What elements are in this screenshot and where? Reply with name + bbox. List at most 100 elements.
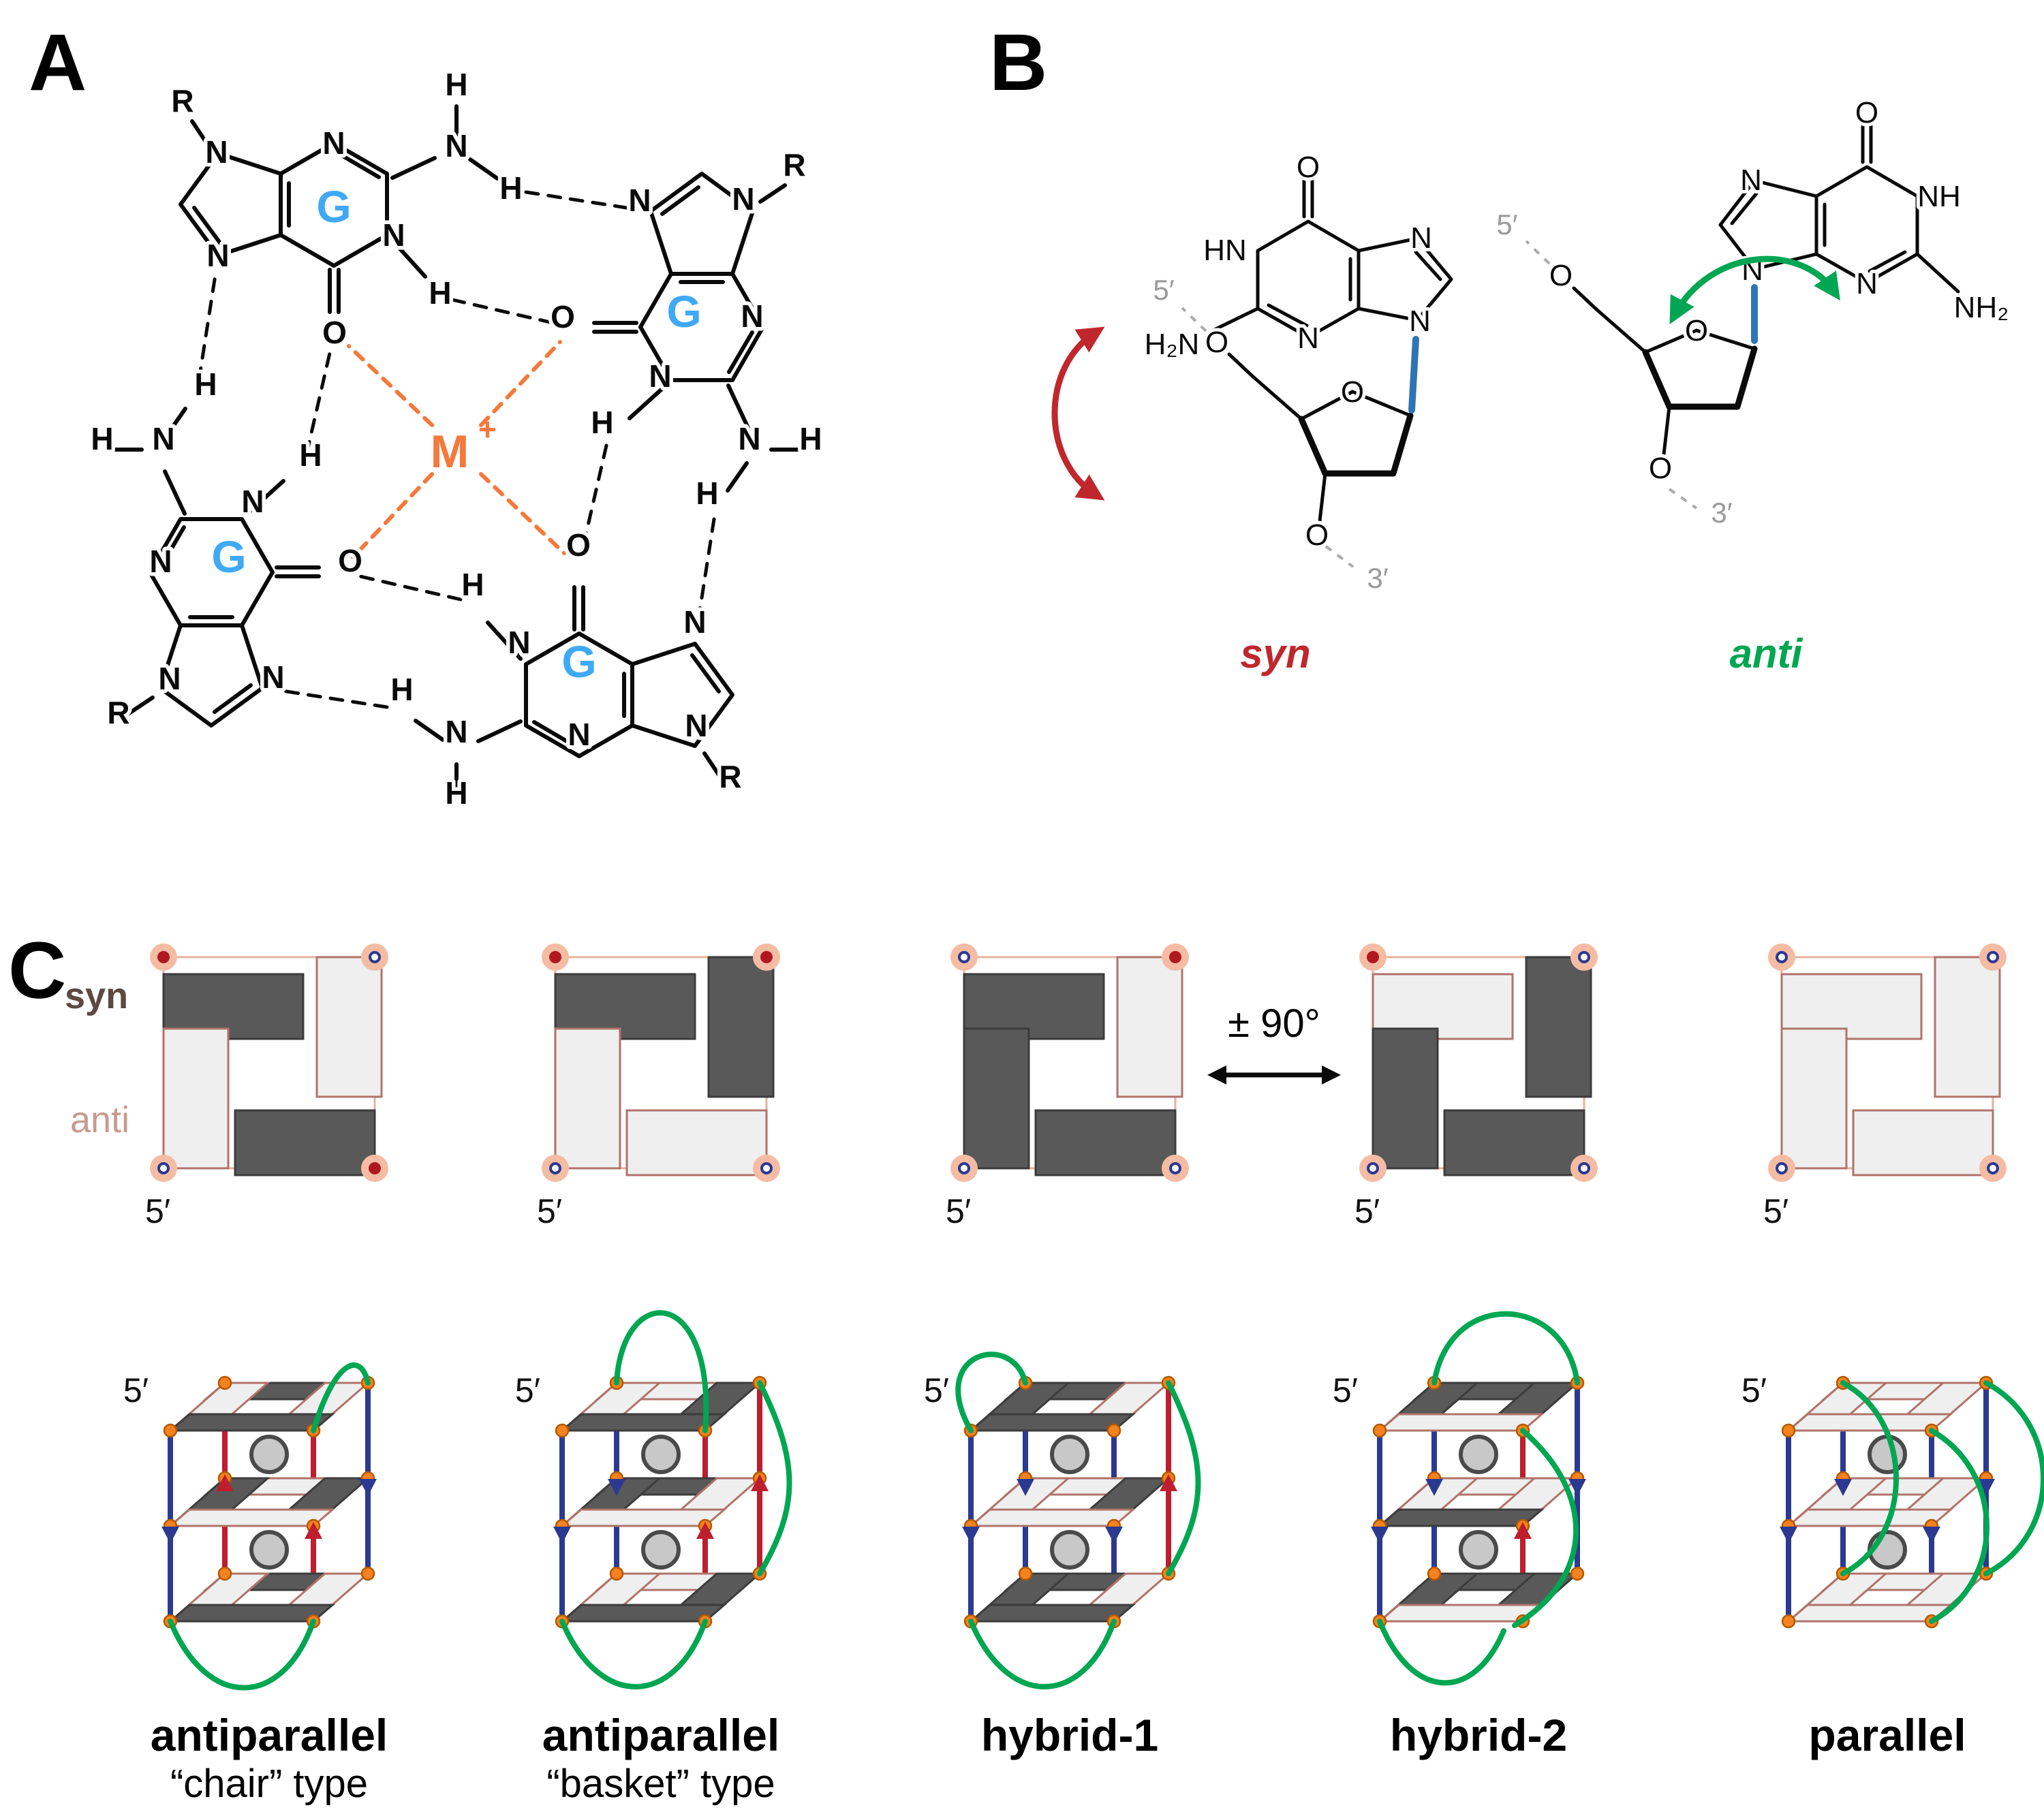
atom-n9: N xyxy=(205,134,228,170)
five-prime-label: 5′ xyxy=(515,1371,540,1409)
atom-o6: O xyxy=(338,543,362,578)
connecting-loop xyxy=(1512,1428,1579,1628)
five-prime-label: 5′ xyxy=(1496,208,1517,240)
atom-o6: O xyxy=(1855,96,1878,129)
strand-arrowhead xyxy=(962,1527,980,1544)
connecting-loop xyxy=(168,1619,316,1691)
corner-marker-blue xyxy=(549,1162,561,1174)
guanine-bonds xyxy=(414,585,734,795)
five-prime-label: 5′ xyxy=(537,1192,562,1230)
r-group-label: R xyxy=(107,695,129,730)
guanine-letter: G xyxy=(666,286,701,337)
structure-subtitle: “basket” type xyxy=(546,1762,775,1806)
rotation-label: ± 90° xyxy=(1228,1001,1320,1046)
r-group-label: R xyxy=(783,147,805,183)
guanine-tile-light xyxy=(1116,956,1183,1098)
guanine-tile-light xyxy=(554,1027,621,1170)
r-group-label: R xyxy=(719,759,741,794)
connecting-loop xyxy=(311,1362,371,1433)
ring-oxygen: O xyxy=(1685,314,1708,347)
connecting-loop xyxy=(614,1310,709,1433)
tetrad-layer xyxy=(963,1375,1176,1438)
five-prime-label: 5′ xyxy=(145,1192,170,1230)
hydrogen-bond xyxy=(696,517,716,626)
connecting-loop xyxy=(1431,1311,1580,1386)
five-prime-label: 5′ xyxy=(1763,1192,1788,1230)
metal-ion xyxy=(1050,1435,1089,1474)
guanine-tile-light xyxy=(1852,1109,1994,1176)
connecting-loop xyxy=(559,1619,708,1689)
atom-n7: N xyxy=(206,238,229,273)
strand-arrowhead xyxy=(751,1474,769,1491)
guanine-tile-light xyxy=(162,1027,230,1170)
guanine-letter: G xyxy=(561,636,596,687)
panel-b-label: B xyxy=(989,18,1047,108)
tetrad-layer xyxy=(963,1471,1176,1533)
guanine-unit: N N N N O H N H H R G xyxy=(168,63,633,427)
guanine-letter: G xyxy=(211,531,246,582)
atom-n7: N xyxy=(1410,221,1432,255)
legend-anti: anti xyxy=(70,1099,129,1140)
o5-prime: O xyxy=(1549,259,1573,292)
topology-square: 5′ xyxy=(1354,943,1598,1230)
hydrogen-bond xyxy=(450,298,558,326)
o3-prime: O xyxy=(1305,518,1329,552)
arrow-right-head xyxy=(1322,1065,1341,1085)
strand-arrowhead xyxy=(608,1479,625,1496)
amine-n: N xyxy=(445,714,467,749)
corner-marker-blue xyxy=(958,951,970,963)
tetrad-layer xyxy=(163,1566,375,1629)
strand-arrowhead xyxy=(553,1527,571,1544)
atom-h: H xyxy=(696,475,718,511)
guanine-bonds xyxy=(179,104,499,314)
corner-marker-blue xyxy=(369,951,381,963)
corner-marker-red xyxy=(760,951,773,963)
anti-nucleoside: O NH NH₂ N N N O O O 5′ 3′ anti xyxy=(1496,93,2012,676)
connecting-loop xyxy=(1840,1380,1899,1576)
tetrad-layer xyxy=(555,1375,767,1438)
arrow-left-head xyxy=(1207,1065,1226,1085)
corner-marker-blue xyxy=(1169,1162,1181,1174)
strand-arrowhead xyxy=(1780,1527,1797,1544)
corner-marker-blue xyxy=(958,1162,970,1174)
corner-marker-red xyxy=(1367,951,1379,963)
corner-marker-blue xyxy=(1987,1162,1999,1174)
amine-n: N xyxy=(152,421,174,456)
atom-n7: N xyxy=(683,604,706,640)
deoxyribose-ring xyxy=(1298,412,1414,477)
atom-h: H xyxy=(390,672,413,707)
atom-h: H xyxy=(429,275,451,311)
strand-arrowhead xyxy=(305,1522,322,1539)
quadruplex-cartoon: 5′ xyxy=(515,1310,792,1689)
amine-group: NH₂ xyxy=(1954,291,2009,324)
atom-n1h: NH xyxy=(1917,180,1961,213)
strand-arrowhead xyxy=(1514,1522,1532,1539)
guanine-tile-light xyxy=(1934,956,2001,1098)
five-prime-label: 5′ xyxy=(123,1371,149,1409)
hydrogen-bond xyxy=(305,348,332,456)
five-prime-label: 5′ xyxy=(1153,274,1174,306)
strand-arrowhead xyxy=(1017,1479,1034,1496)
amine-n: N xyxy=(445,128,467,163)
backbone-dash xyxy=(1325,545,1354,568)
atom-n1: N xyxy=(241,484,264,519)
metal-coordination-bond xyxy=(347,344,434,427)
topology-square: 5′ xyxy=(946,943,1189,1230)
panel-c-topologies: C syn anti ± 90° 5′5′antiparallel“chair”… xyxy=(8,926,2044,1806)
atom-n9: N xyxy=(1409,305,1431,338)
five-prime-label: 5′ xyxy=(1741,1371,1767,1409)
strand-arrowhead xyxy=(1834,1479,1852,1496)
strand-arrowhead xyxy=(1105,1527,1123,1544)
metal-coordination-bond xyxy=(351,472,434,559)
tetrad-layer xyxy=(163,1471,375,1533)
topology-square: 5′ xyxy=(145,943,388,1230)
connecting-loop xyxy=(1166,1380,1201,1576)
structure-name: parallel xyxy=(1808,1710,1966,1760)
atom-n1: N xyxy=(382,217,405,253)
atom-h: H xyxy=(299,437,322,473)
structure-name: antiparallel xyxy=(151,1710,388,1760)
guanine-tile-dark xyxy=(234,1109,376,1176)
metal-ion xyxy=(1459,1530,1498,1570)
amine-n: N xyxy=(738,421,760,456)
r-group-label: R xyxy=(171,83,193,119)
